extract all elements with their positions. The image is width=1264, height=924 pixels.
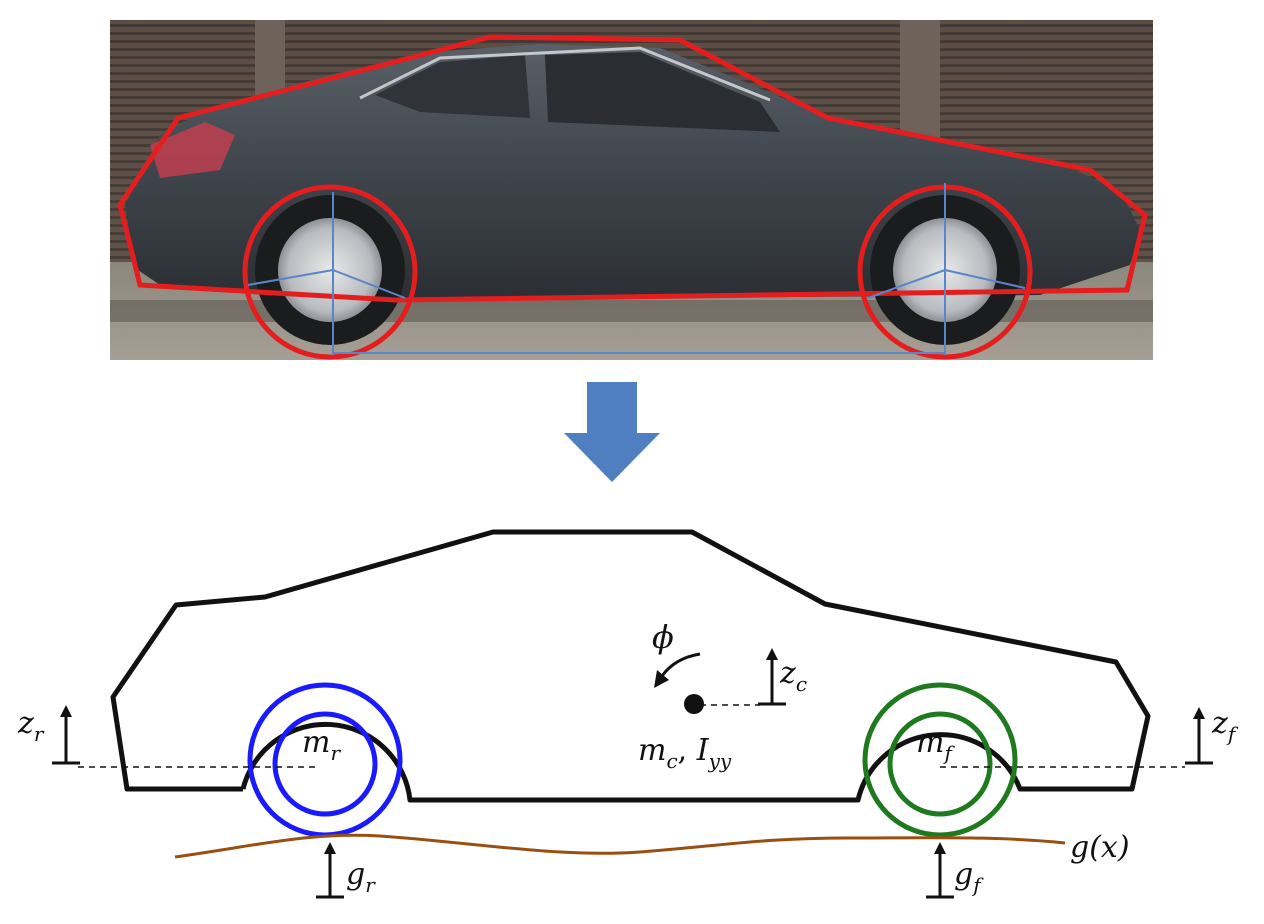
label-g-x: g(x) <box>1070 830 1130 865</box>
math-labels: zr zc zf ϕ mr mf mc, Iyy gr gf g(x) <box>17 618 1239 897</box>
pitch-arrow <box>654 652 701 688</box>
road-profile <box>174 833 1066 859</box>
car-photo <box>110 20 1153 360</box>
rear-wheel-inner <box>272 711 378 817</box>
car-body-outline <box>110 529 1151 803</box>
label-z-c: zc <box>779 656 807 696</box>
front-wheel <box>862 682 1018 838</box>
front-wheel-inner <box>887 711 993 817</box>
label-z-r: zr <box>17 706 45 746</box>
photo-construction-lines <box>247 183 1026 355</box>
label-phi: ϕ <box>652 618 674 656</box>
body-outline <box>117 34 1148 303</box>
label-g-f: gf <box>954 857 984 897</box>
label-g-r: gr <box>346 857 376 897</box>
front-wheel-outer <box>862 682 1018 838</box>
label-m-f: mf <box>916 725 955 765</box>
label-z-f: zf <box>1211 706 1239 746</box>
down-arrow-icon <box>564 382 660 482</box>
center-of-mass-dot <box>684 694 704 714</box>
label-m-r: mr <box>302 725 341 765</box>
displacement-arrows <box>52 648 1213 899</box>
label-m-c-iyy: mc, Iyy <box>638 733 732 773</box>
reference-lines <box>78 704 1185 768</box>
rear-wheel-outline <box>242 184 418 360</box>
rear-wheel <box>247 682 403 838</box>
